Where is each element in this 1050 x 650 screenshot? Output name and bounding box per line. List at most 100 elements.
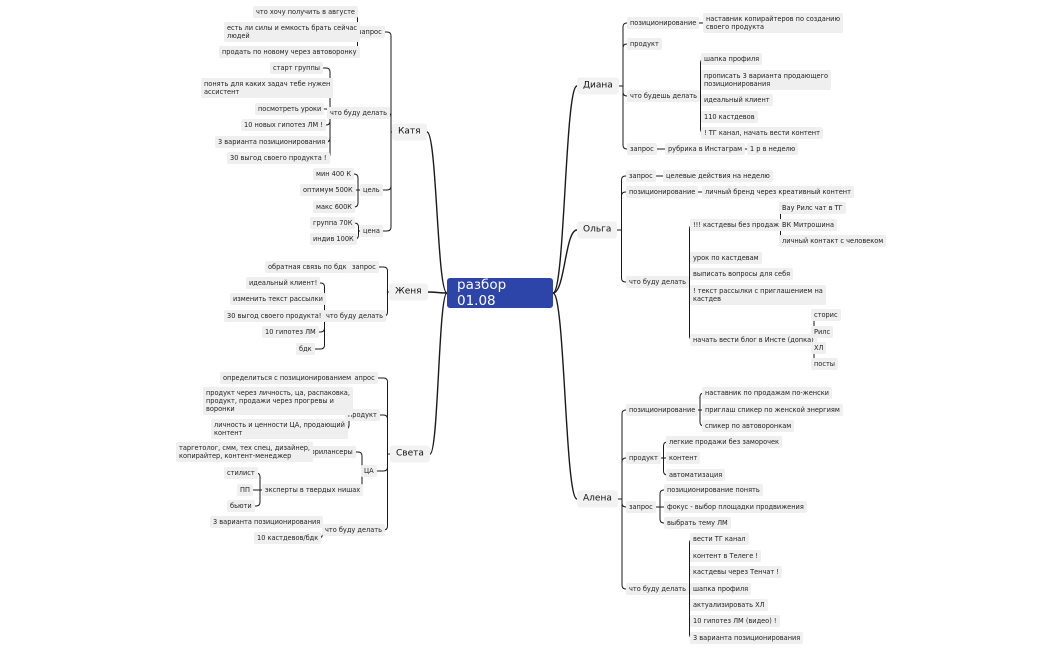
olga-tekst[interactable]: ! текст рассылки с приглашением на кастд… [690, 285, 826, 305]
zhenya-delat[interactable]: что буду делать [323, 310, 386, 322]
alena-delat[interactable]: что буду делать [626, 583, 689, 595]
sveta-eksperty[interactable]: эксперты в твердых нишах [262, 484, 364, 496]
alena-pozicionirovanie[interactable]: позиционирование [626, 404, 699, 416]
olga-blog-item[interactable]: сторис [811, 309, 841, 321]
alena-produkt-item[interactable]: контент [666, 452, 701, 464]
branch-olga[interactable]: Ольга [577, 221, 618, 239]
sveta-zapros[interactable]: запрос [348, 372, 378, 384]
olga-kastdevy-item[interactable]: ВК Митрошина [779, 219, 838, 231]
olga-blog-item[interactable]: Рилс [811, 326, 834, 338]
diana-delat-item[interactable]: 110 кастдевов [701, 111, 758, 123]
alena-delat-item[interactable]: 10 гипотез ЛМ (видео) ! [690, 615, 780, 627]
alena-zapros[interactable]: запрос [626, 501, 656, 513]
diana-zapros-rubrika[interactable]: рубрика в Инстаграм [665, 143, 746, 155]
branch-zhenya[interactable]: Женя [389, 283, 428, 301]
alena-pozicionirovanie-item[interactable]: приглаш спикер по женской энергиям [702, 404, 843, 416]
katya-delat-item[interactable]: 30 выгод своего продукта ! [227, 152, 330, 164]
olga-zapros[interactable]: запрос [626, 170, 656, 182]
zhenya-delat-item[interactable]: изменить текст рассылки [230, 293, 326, 305]
sveta-delat[interactable]: что буду делать [322, 524, 385, 536]
alena-zapros-item[interactable]: позиционирование понять [664, 484, 763, 496]
branch-sveta[interactable]: Света [390, 445, 430, 463]
sveta-eksperty-item[interactable]: стилист [224, 467, 258, 479]
katya-zapros-item[interactable]: есть ли силы и емкость брать сейчас люде… [224, 22, 361, 42]
alena-produkt-item[interactable]: автоматизация [666, 469, 726, 481]
diana-delat[interactable]: что будешь делать [627, 90, 701, 102]
katya-cel-item[interactable]: оптимум 500К [300, 184, 356, 196]
katya-zapros-item[interactable]: продать по новому через автоворонку [219, 46, 360, 58]
alena-pozicionirovanie-item[interactable]: наставник по продажам по-женски [702, 387, 832, 399]
branch-diana[interactable]: Диана [577, 77, 619, 95]
olga-kastdevy-item[interactable]: личный контакт с человеком [779, 235, 887, 247]
alena-zapros-item[interactable]: фокус - выбор площадки продвижения [664, 501, 807, 513]
alena-delat-item[interactable]: 3 варианта позиционирования [690, 632, 804, 644]
olga-kastdevy-item[interactable]: Вау Рилс чат в ТГ [779, 202, 846, 214]
katya-delat-item[interactable]: 3 варианта позиционирования [215, 136, 329, 148]
katya-cena-item[interactable]: группа 70К [310, 217, 356, 229]
diana-pozicionirovanie-item[interactable]: наставник копирайтеров по созданию своег… [703, 13, 843, 33]
sveta-eksperty-item[interactable]: бьюти [227, 500, 255, 512]
katya-zapros[interactable]: запрос [355, 26, 385, 38]
katya-cel-item[interactable]: мин 400 К [313, 168, 355, 180]
zhenya-delat-item[interactable]: 30 выгод своего продукта! [224, 310, 325, 322]
alena-delat-item[interactable]: кастдевы через Тенчат ! [690, 566, 783, 578]
katya-cel-item[interactable]: макс 600К [313, 201, 355, 213]
sveta-zapros-item[interactable]: определиться с позиционированием [220, 372, 355, 384]
alena-produkt[interactable]: продукт [626, 452, 661, 464]
katya-delat-item[interactable]: старт группы [270, 62, 324, 74]
diana-delat-item[interactable]: шапка профиля [701, 53, 763, 65]
katya-delat-item[interactable]: 10 новых гипотез ЛМ ! [241, 119, 326, 131]
olga-blog[interactable]: начать вести блог в Инсте (допка) [690, 334, 817, 346]
katya-delat-item[interactable]: понять для каких задач тебе нужен ассист… [201, 78, 334, 98]
alena-pozicionirovanie-item[interactable]: спикер по автоворонкам [702, 420, 795, 432]
diana-zapros[interactable]: запрос [627, 143, 657, 155]
zhenya-zapros-item[interactable]: обратная связь по бдк [265, 261, 350, 273]
diana-produkt[interactable]: продукт [627, 38, 662, 50]
alena-zapros-item[interactable]: выбрать тему ЛМ [664, 517, 731, 529]
sveta-frilansery[interactable]: фрилансеры [306, 446, 356, 458]
olga-voprosy[interactable]: выписать вопросы для себя [690, 268, 794, 280]
olga-delat[interactable]: что буду делать [626, 276, 689, 288]
diana-delat-item[interactable]: прописать 3 варианта продающего позицион… [701, 70, 832, 90]
olga-urok[interactable]: урок по кастдевам [690, 252, 762, 264]
olga-kastdevy[interactable]: !!! кастдевы без продаж [690, 219, 783, 231]
olga-zapros-item[interactable]: целевые действия на неделю [663, 170, 773, 182]
connector-line [621, 457, 627, 499]
alena-produkt-item[interactable]: легкие продажи без заморочек [666, 436, 783, 448]
diana-pozicionirovanie[interactable]: позиционирование [627, 17, 700, 29]
alena-delat-item[interactable]: актуализировать ХЛ [690, 599, 768, 611]
root-node[interactable]: разбор 01.08 [447, 277, 553, 309]
sveta-frilansery-item[interactable]: таргетолог, смм, тех спец, дизайнер, коп… [176, 442, 314, 462]
katya-cena[interactable]: цена [360, 225, 383, 237]
olga-pozicionirovanie[interactable]: позиционирование [626, 186, 699, 198]
sveta-produkt-item[interactable]: личность и ценности ЦА, продающий контен… [211, 419, 348, 439]
sveta-produkt[interactable]: продукт [345, 409, 380, 421]
sveta-produkt-item[interactable]: продукт через личность, ца, распаковка, … [203, 387, 353, 415]
alena-delat-item[interactable]: контент в Телеге ! [690, 550, 762, 562]
katya-delat-item[interactable]: посмотреть уроки [255, 103, 325, 115]
zhenya-zapros[interactable]: запрос [349, 261, 379, 273]
zhenya-delat-item[interactable]: идеальный клиент! [246, 277, 321, 289]
katya-zapros-item[interactable]: что хочу получить в августе [253, 6, 358, 18]
katya-cel[interactable]: цель [360, 184, 383, 196]
alena-delat-item[interactable]: шапка профиля [690, 583, 752, 595]
branch-katya[interactable]: Катя [392, 123, 427, 141]
alena-delat-item[interactable]: вести ТГ канал [690, 533, 749, 545]
sveta-delat-item[interactable]: 3 варианта позиционирования [210, 516, 324, 528]
katya-delat[interactable]: что буду делать [327, 107, 390, 119]
diana-delat-item[interactable]: идеальный клиент [701, 94, 773, 106]
olga-blog-item[interactable]: посты [811, 358, 839, 370]
olga-blog-item[interactable]: ХЛ [811, 342, 827, 354]
zhenya-delat-item[interactable]: бдк [296, 343, 315, 355]
sveta-eksperty-item[interactable]: ПП [237, 484, 253, 496]
olga-pozicionirovanie-item[interactable]: личный бренд через креативный контент [702, 186, 854, 198]
diana-zapros-freq[interactable]: 1 р в неделю [747, 143, 799, 155]
branch-alena[interactable]: Алена [577, 490, 618, 508]
diana-delat-item[interactable]: ! ТГ канал, начать вести контент [701, 127, 823, 139]
zhenya-delat-item[interactable]: 10 гипотез ЛМ [262, 326, 319, 338]
sveta-ca[interactable]: ЦА [361, 465, 377, 477]
katya-cena-item[interactable]: индив 100К [310, 233, 357, 245]
sveta-delat-item[interactable]: 10 кастдевов/бдк [254, 532, 322, 544]
